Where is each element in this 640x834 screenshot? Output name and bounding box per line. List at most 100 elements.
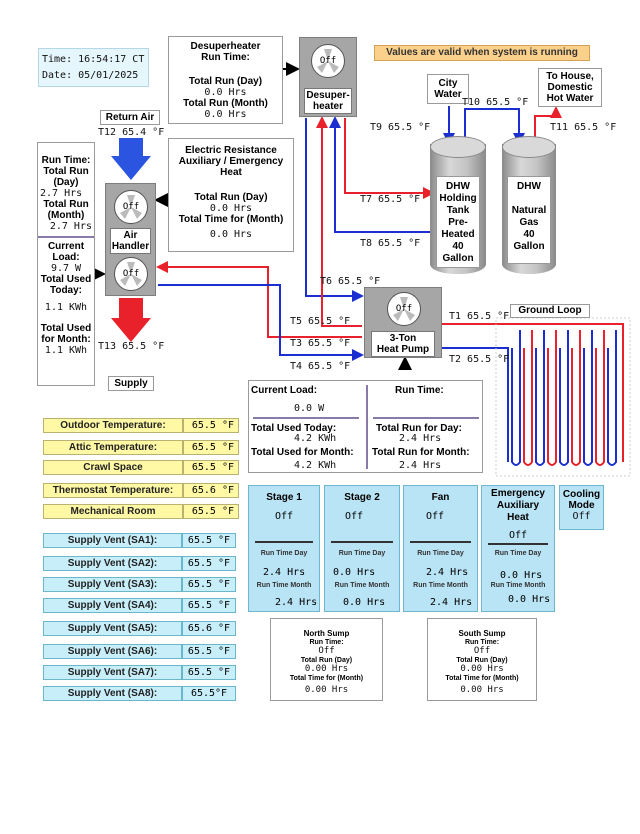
heat-pump-unit[interactable]: Off 3-Ton Heat Pump [364,287,442,358]
vent-value: 65.5 °F [182,556,236,571]
sensor-label: Mechanical Room [43,504,183,519]
sensor-label: Thermostat Temperature: [43,483,183,498]
electric-heat-panel: Electric Resistance Auxiliary / Emergenc… [168,138,294,252]
stage-run-month: 0.0 Hrs [343,597,386,608]
stage-state: Off [508,530,528,541]
north-sump-panel: North Sump Run Time: Off Total Run (Day)… [270,618,383,701]
electric-heat-title: Electric Resistance Auxiliary / Emergenc… [178,145,284,178]
desuperheater-month-label: Total Run (Month) [183,98,268,109]
north-sump-day-value: 0.00 Hrs [304,664,349,674]
south-sump-panel: South Sump Run Time: Off Total Run (Day)… [427,618,537,701]
sensor-value: 65.6 °F [183,483,239,498]
electric-heat-day-label: Total Run (Day) [194,192,268,203]
vent-label: Supply Vent (SA3): [43,577,182,592]
dhw-gas-tank: DHW Natural Gas 40 Gallon [502,136,556,274]
ground-loop-coils [511,330,617,466]
return-air-arrow-icon [111,138,151,180]
hp-current-load-label: Current Load: [251,385,318,396]
supply-label: Supply [108,376,154,391]
desuperheater-fan: Off [311,44,345,78]
vent-label: Supply Vent (SA8): [43,686,182,701]
temp-t4: T4 65.5 °F [290,361,351,372]
stage-run-day: 0.0 Hrs [500,570,543,581]
air-handler-month-value: 2.7 Hrs [49,221,92,232]
air-handler-unit[interactable]: Off Air Handler Off [105,183,156,296]
desuperheater-month-value: 0.0 Hrs [204,109,247,120]
north-sump-state: Off [318,646,335,656]
sensor-value: 65.5 °F [183,418,239,433]
vent-label: Supply Vent (SA7): [43,665,182,680]
vent-value: 65.5 °F [182,644,236,659]
sensor-label: Crawl Space [43,460,183,475]
stage-panel-emergency-heat[interactable]: Emergency Auxiliary Heat Off Run Time Da… [481,485,555,612]
fan-icon [120,195,142,219]
date-readout: Date: 05/01/2025 [42,70,139,81]
fan-icon [317,49,339,73]
temp-t1: T1 65.5 °F [449,311,510,322]
air-handler-load-value: 9.7 W [50,263,82,274]
heat-pump-unit-label: 3-Ton Heat Pump [371,331,435,357]
temp-t6: T6 65.5 °F [320,276,381,287]
desuperheater-day-value: 0.0 Hrs [204,87,247,98]
vent-value: 65.5°F [182,686,236,701]
hp-used-month-label: Total Used for Month: [251,447,354,458]
desuperheater-day-label: Total Run (Day) [188,76,263,87]
stage-run-month: 0.0 Hrs [508,594,551,605]
vent-value: 65.5 °F [182,533,236,548]
heat-pump-stats-panel: Current Load: 0.0 W Run Time: Total Used… [248,380,483,473]
south-sump-state: Off [473,646,491,656]
air-handler-month-used-value: 1.1 KWh [44,345,88,356]
sensor-value: 65.5 °F [183,440,239,455]
temp-t10: T10 65.5 °F [462,97,529,108]
hp-used-today-value: 4.2 KWh [294,433,337,444]
stage-panel-fan[interactable]: Fan Off Run Time Day 2.4 Hrs Run Time Mo… [403,485,478,612]
stage-run-month: 2.4 Hrs [275,597,318,608]
clock-panel: Time: 16:54:17 CT Date: 05/01/2025 [38,48,149,87]
air-handler-stats-panel: Run Time: Total Run (Day) 2.7 Hrs Total … [37,142,95,386]
fan-icon [120,262,142,286]
time-readout: Time: 16:54:17 CT [42,54,145,65]
temp-t2: T2 65.5 °F [449,354,510,365]
stage-run-day: 0.0 Hrs [333,567,376,578]
gas-tank-label: DHW Natural Gas 40 Gallon [507,176,551,264]
stage-run-day: 2.4 Hrs [263,567,306,578]
sensor-value: 65.5 °F [183,460,239,475]
temp-t11: T11 65.5 °F [550,122,617,133]
desuperheater-info-panel: Desuperheater Run Time: Total Run (Day) … [168,36,283,124]
air-handler-today-value: 1.1 KWh [44,302,88,313]
desuperheater-unit[interactable]: Off Desuper- heater [299,37,357,117]
air-handler-unit-label: Air Handler [110,228,151,254]
temp-t3: T3 65.5 °F [290,338,351,349]
south-sump-month-value: 0.00 Hrs [460,685,504,695]
vent-value: 65.5 °F [182,665,236,680]
vent-label: Supply Vent (SA1): [43,533,182,548]
vent-label: Supply Vent (SA2): [43,556,182,571]
stage-panel-stage1[interactable]: Stage 1 Off Run Time Day 2.4 Hrs Run Tim… [248,485,320,612]
vent-value: 65.6 °F [182,621,236,636]
cooling-mode-state: Off [572,511,591,522]
stage-run-month: 2.4 Hrs [430,597,473,608]
hp-current-load-value: 0.0 W [294,403,325,414]
temp-t5: T5 65.5 °F [290,316,351,327]
vent-value: 65.5 °F [182,598,236,613]
stage-state: Off [426,511,445,522]
temp-t9: T9 65.5 °F [370,122,431,133]
temp-t7: T7 65.5 °F [360,194,421,205]
return-air-label: Return Air [100,110,160,125]
fan-icon [393,297,415,321]
vent-value: 65.5 °F [182,577,236,592]
validity-notice: Values are valid when system is running [374,45,590,61]
ground-loop-label: Ground Loop [510,304,590,318]
hp-run-month-value: 2.4 Hrs [399,460,442,471]
desuperheater-title: Desuperheater Run Time: [190,41,261,63]
dhw-holding-tank: DHW Holding Tank Pre- Heated 40 Gallon [430,136,486,274]
stage-run-day: 2.4 Hrs [426,567,469,578]
sensor-label: Outdoor Temperature: [43,418,183,433]
temp-t13: T13 65.5 °F [98,341,165,352]
stage-state: Off [274,511,294,522]
cooling-mode-panel[interactable]: Cooling Mode Off [559,485,604,530]
air-handler-day-value: 2.7 Hrs [40,188,83,199]
supply-arrow-icon [111,298,151,342]
stage-panel-stage2[interactable]: Stage 2 Off Run Time Day 0.0 Hrs Run Tim… [324,485,400,612]
